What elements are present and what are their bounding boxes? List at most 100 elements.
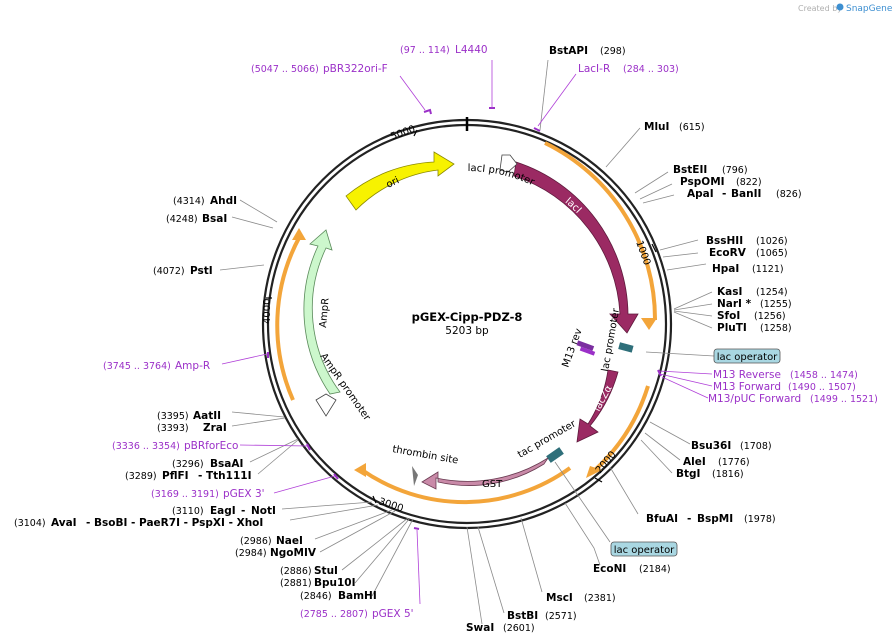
enzyme-pflfi[interactable]: (3289) PflFI - Tth111I [125, 470, 251, 482]
enzyme-name: KasI [717, 286, 742, 298]
enzyme-name: ZraI [203, 422, 227, 434]
primer-name: L4440 [455, 44, 488, 56]
enzyme-bsu36i[interactable]: Bsu36I (1708) [691, 440, 772, 452]
primer-m13forward[interactable]: M13 Forward (1490 .. 1507) [713, 381, 856, 393]
primer-pbrforeco[interactable]: (3336 .. 3354) pBRforEco [112, 440, 238, 452]
enzyme-naei[interactable]: (2986) NaeI [240, 535, 303, 547]
plasmid-name: pGEX-Cipp-PDZ-8 [412, 310, 523, 324]
enzyme-pos: (1255) [760, 299, 792, 310]
enzyme-ngomiv[interactable]: (2984) NgoMIV [235, 547, 317, 559]
enzyme-apai[interactable]: ApaI - BanII (826) [687, 188, 802, 200]
ori-feature[interactable] [345, 151, 455, 211]
enzyme-name: BstBI [507, 610, 538, 622]
enzyme-alei[interactable]: AleI (1776) [683, 456, 750, 468]
primer-pbr322ori[interactable]: (5047 .. 5066) pBR322ori-F [251, 63, 388, 75]
primer-l4440[interactable]: (97 .. 114) L4440 [400, 44, 488, 56]
enzyme-zrai[interactable]: (3393) ZraI [157, 422, 227, 434]
enzyme-bsteii[interactable]: BstEII (796) [673, 164, 748, 176]
enzyme-stui[interactable]: (2886) StuI [280, 565, 338, 577]
enzyme-name: PstI [190, 265, 213, 277]
primer-pos: (2785 .. 2807) [300, 609, 368, 620]
enzyme-kasi[interactable]: KasI (1254) [717, 286, 788, 298]
enzyme-pos: (1816) [712, 469, 744, 480]
enzyme-pos: (3296) [172, 459, 204, 470]
enzyme-bstbi[interactable]: BstBI (2571) [507, 610, 577, 622]
enzyme-msci[interactable]: MscI (2381) [546, 592, 616, 604]
lacza-label: lacZα [592, 383, 615, 413]
enzyme-pos: (3395) [157, 411, 189, 422]
enzyme-pos: (2571) [545, 611, 577, 622]
enzyme-pos: (2986) [240, 536, 272, 547]
enzyme-nari[interactable]: NarI * (1255) [717, 298, 792, 310]
enzyme-avai[interactable]: (3104) AvaI - BsoBI - PaeR7I - PspXI - X… [14, 517, 263, 529]
enzyme-swai[interactable]: SwaI (2601) [466, 622, 535, 634]
primer-pgex3[interactable]: (3169 .. 3191) pGEX 3' [151, 488, 265, 500]
lacza-feature[interactable] [576, 369, 619, 443]
enzyme-sfoi[interactable]: SfoI (1256) [717, 310, 786, 322]
primer-m13reverse[interactable]: M13 Reverse (1458 .. 1474) [713, 369, 858, 381]
enzyme-bsai[interactable]: (4248) BsaI [166, 213, 227, 225]
enzyme-mlui[interactable]: MluI (615) [644, 121, 705, 133]
enzyme-name: SwaI [466, 622, 494, 634]
lac-promoter-label: lac promoter [600, 307, 622, 373]
lac-operator-1-leader [645, 351, 715, 357]
enzyme-pspomi[interactable]: PspOMI (822) [680, 176, 762, 188]
enzyme-name: BfuAI [646, 513, 678, 525]
enzyme-name: ApaI [687, 188, 714, 200]
primer-ampr[interactable]: (3745 .. 3764) Amp-R [103, 360, 210, 372]
primer-name: M13 Forward [713, 381, 781, 393]
enzyme-pos: (3104) [14, 518, 46, 529]
enzyme-btgi[interactable]: BtgI (1816) [676, 468, 744, 480]
ampr-label: AmpR [318, 297, 332, 328]
enzyme-name: AhdI [210, 195, 237, 207]
enzyme-name: BamHI [338, 590, 377, 602]
enzyme-name-2: Tth111I [206, 470, 251, 482]
enzyme-aliases: - BsoBI - PaeR7I - PspXI - XhoI [86, 517, 263, 529]
enzyme-name: BstAPI [549, 45, 588, 57]
laci-feature[interactable] [513, 161, 639, 334]
enzyme-hpai[interactable]: HpaI (1121) [712, 263, 784, 275]
orf-arrow-ampr [292, 228, 306, 240]
enzyme-pos: (2881) [280, 578, 312, 589]
enzyme-bamhi[interactable]: (2846) BamHI [300, 590, 377, 602]
enzyme-bfuai[interactable]: BfuAI - BspMI (1978) [646, 513, 776, 525]
enzyme-bpu10i[interactable]: (2881) Bpu10I [280, 577, 356, 589]
enzyme-eagi[interactable]: (3110) EagI - NotI [172, 505, 276, 517]
enzyme-bstapi[interactable]: BstAPI (298) [549, 45, 626, 57]
lac-operator-box-1[interactable] [713, 348, 781, 364]
tick-5000: 5000 [389, 124, 417, 143]
enzyme-pos: (4072) [153, 266, 185, 277]
enzyme-bsshii[interactable]: BssHII (1026) [706, 235, 788, 247]
ampr-feature[interactable] [303, 229, 341, 395]
enzyme-name: PflFI [162, 470, 189, 482]
enzyme-pos: (4314) [173, 196, 205, 207]
enzyme-pos: (615) [679, 122, 705, 133]
tick-mark-2000 [594, 477, 603, 483]
enzyme-aatii[interactable]: (3395) AatII [157, 410, 221, 422]
primer-pos: (3336 .. 3354) [112, 441, 180, 452]
enzyme-sep: - [241, 505, 245, 517]
enzyme-ahdi[interactable]: (4314) AhdI [173, 195, 237, 207]
primer-pos: (1499 .. 1521) [810, 394, 878, 405]
primer-m13puc[interactable]: M13/pUC Forward (1499 .. 1521) [708, 393, 878, 405]
enzyme-name: Bpu10I [314, 577, 356, 589]
lac-operator-box-2[interactable] [610, 541, 678, 557]
laci-promoter-arrow [499, 154, 518, 173]
enzyme-econi[interactable]: EcoNI (2184) [593, 563, 671, 575]
enzyme-pos: (1258) [760, 323, 792, 334]
primer-pgex5[interactable]: (2785 .. 2807) pGEX 5' [300, 608, 414, 620]
enzyme-name: EcoNI [593, 563, 626, 575]
enzyme-pos: (1708) [740, 441, 772, 452]
enzyme-pos: (1256) [754, 311, 786, 322]
enzyme-bsaai[interactable]: (3296) BsaAI [172, 458, 243, 470]
enzyme-ecorv[interactable]: EcoRV (1065) [709, 247, 788, 259]
m13-rev-mark-2 [579, 346, 596, 356]
enzyme-psti[interactable]: (4072) PstI [153, 265, 213, 277]
enzyme-name-2: BspMI [697, 513, 733, 525]
primer-lacir[interactable]: LacI-R (284 .. 303) [578, 63, 679, 75]
enzyme-pos: (2886) [280, 566, 312, 577]
enzyme-name: PspOMI [680, 176, 725, 188]
enzyme-pluti[interactable]: PluTI (1258) [717, 322, 792, 334]
gst-feature[interactable] [421, 457, 549, 490]
enzyme-pos: (2381) [584, 593, 616, 604]
